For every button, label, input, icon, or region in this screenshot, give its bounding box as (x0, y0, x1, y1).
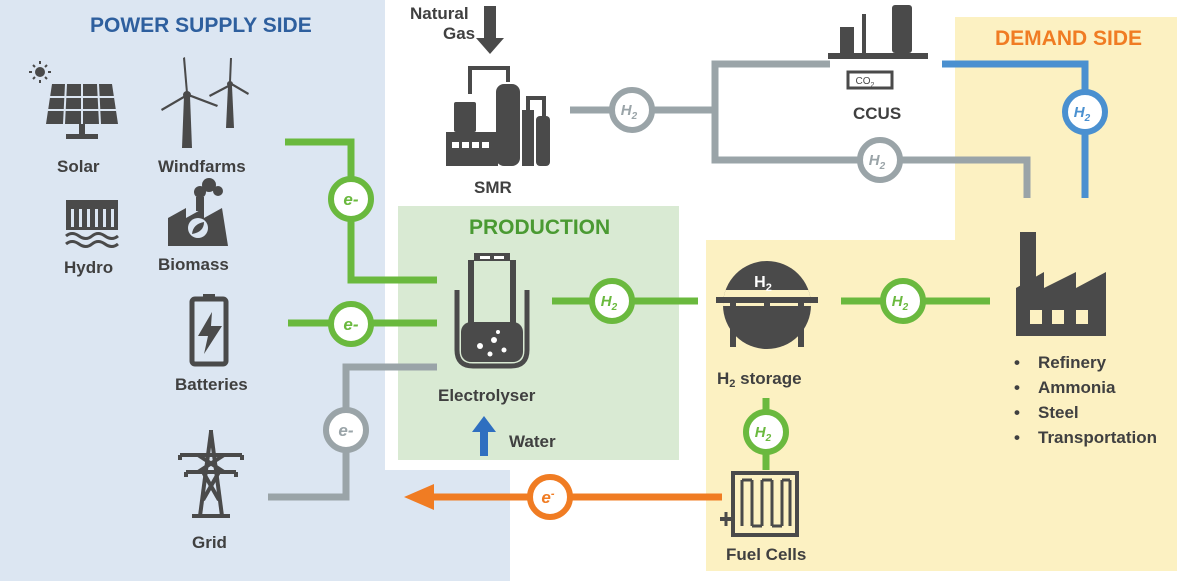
svg-text:H2: H2 (621, 102, 638, 122)
water-label: Water (509, 432, 556, 451)
electron-badge-grid: e- (323, 407, 369, 453)
smr-to-ccus-line (711, 60, 830, 160)
smr-label: SMR (474, 178, 512, 197)
fuel-cells-label: Fuel Cells (726, 545, 807, 564)
hydro-dam-icon (65, 200, 119, 248)
solar-panel-icon (29, 61, 118, 139)
h2-storage-tank-icon: H2 (716, 261, 818, 349)
h2-storage-label-h: H (717, 369, 730, 388)
hydrogen-badge-smr-industry: H2 (857, 137, 903, 183)
transmission-tower-icon (178, 430, 244, 518)
natural-gas-label-line1: Natural (410, 4, 469, 23)
electrolyser-label: Electrolyser (438, 386, 536, 405)
water-arrow-icon (472, 416, 496, 456)
hydrogen-badge-smr: H2 (609, 87, 655, 133)
svg-text:e-: e- (338, 421, 353, 440)
svg-text:H2: H2 (869, 152, 886, 172)
hydrogen-badge-fuelcell: H2 (743, 409, 789, 455)
supply-side-title: POWER SUPPLY SIDE (90, 14, 312, 37)
demand-use-item: Steel (1014, 400, 1157, 425)
demand-region-top (955, 17, 1177, 242)
grid-label: Grid (192, 533, 227, 552)
h2-storage-label-sub: 2 (729, 378, 736, 390)
biomass-label: Biomass (158, 255, 229, 274)
svg-text:H2: H2 (1074, 104, 1091, 124)
demand-use-item: Refinery (1014, 350, 1157, 375)
ccus-label: CCUS (853, 104, 902, 123)
demand-side-title: DEMAND SIDE (995, 27, 1143, 50)
demand-use-item: Transportation (1014, 425, 1157, 450)
electron-badge-fuelcell: e- (527, 474, 573, 520)
ccus-to-industry-line (942, 60, 1089, 198)
svg-text:e-: e- (541, 488, 554, 507)
svg-text:H2: H2 (755, 424, 772, 444)
h2-storage-label: H2 storage (717, 369, 802, 394)
hydrogen-badge-production: H2 (589, 278, 635, 324)
svg-text:e-: e- (343, 315, 358, 334)
wind-turbines-icon (161, 57, 249, 148)
hydro-label: Hydro (64, 258, 114, 277)
smr-plant-icon (446, 6, 550, 166)
svg-text:CO2: CO2 (856, 76, 875, 89)
h2-storage-label-rest: storage (735, 369, 802, 388)
production-title: PRODUCTION (469, 216, 611, 239)
factory-icon (1016, 232, 1106, 336)
production-region (398, 206, 679, 460)
fuelcell-to-grid-arrowhead (404, 484, 434, 510)
windfarms-label: Windfarms (158, 157, 246, 176)
batteries-label: Batteries (175, 375, 248, 394)
solar-label: Solar (57, 157, 100, 176)
svg-text:H2: H2 (601, 293, 618, 313)
electron-badge-batteries: e- (328, 301, 374, 347)
hydrogen-badge-industry: H2 (880, 278, 926, 324)
electrolyser-icon (454, 253, 530, 369)
hydrogen-badge-ccus: H2 (1062, 89, 1108, 135)
battery-icon (189, 294, 229, 367)
svg-text:H2: H2 (892, 293, 909, 313)
biomass-plant-icon (168, 178, 228, 246)
svg-text:H2: H2 (754, 274, 772, 294)
svg-text:e-: e- (343, 190, 358, 209)
ccus-icon: CO2 (828, 5, 928, 90)
fuel-cell-icon (720, 471, 799, 537)
natural-gas-label-line2: Gas (443, 24, 476, 43)
flow-badges: e- e- e- H2 H2 H2 H2 H2 (323, 87, 1108, 520)
electron-badge-renewables: e- (328, 176, 374, 222)
demand-uses-list: Refinery Ammonia Steel Transportation (1014, 350, 1157, 450)
demand-use-item: Ammonia (1014, 375, 1157, 400)
